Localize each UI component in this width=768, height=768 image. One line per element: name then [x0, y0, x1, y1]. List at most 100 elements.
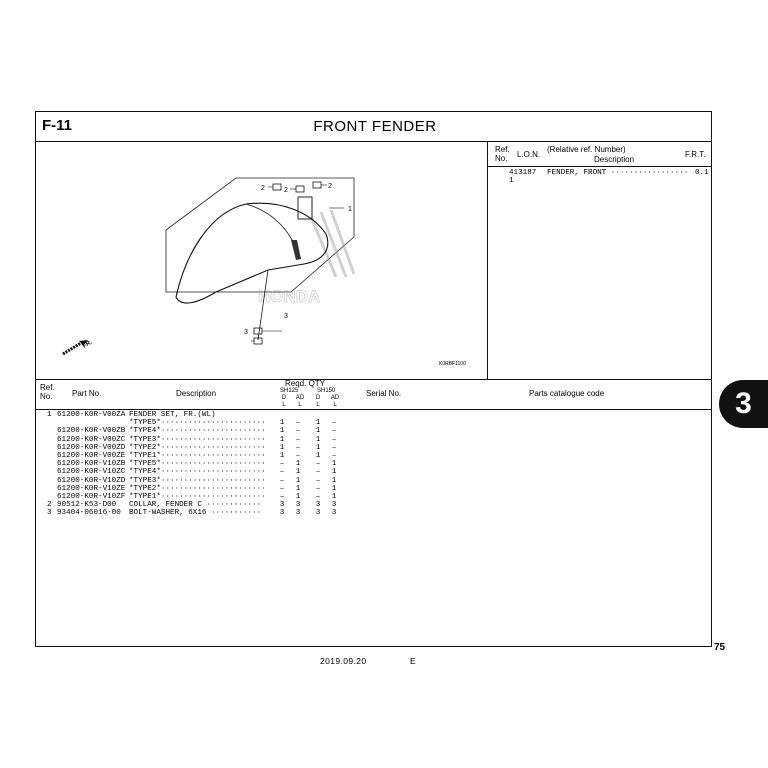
page-title: FRONT FENDER: [313, 118, 437, 135]
part-row-ref: 1: [47, 411, 52, 419]
part-row-desc: FENDER SET, FR.(WL): [129, 411, 216, 419]
callout-3b: 3: [244, 329, 248, 336]
part-row-qty: –: [279, 493, 285, 501]
part-row-qty: 1: [331, 468, 337, 477]
part-row-number: 61200-K0R-V10ZB: [57, 460, 126, 469]
part-row-qty: –: [315, 460, 321, 469]
part-row-qty: 1: [279, 443, 285, 452]
part-row-desc: *TYPE3*·······················: [129, 435, 266, 444]
part-row-qty: –: [295, 452, 301, 460]
part-row-qty: 1: [331, 460, 337, 469]
part-row-qty: 3: [295, 501, 301, 510]
ref-col-desc: Description: [594, 155, 635, 164]
part-row-qty: 1: [315, 427, 321, 436]
part-row-number: 61200-K0R-V00ZA: [57, 411, 126, 419]
part-row-qty: –: [295, 443, 301, 452]
ref-row: 1: [500, 169, 514, 185]
part-row-qty: –: [279, 460, 285, 469]
part-row-number: 61200-K0R-V00ZC: [57, 435, 126, 444]
part-row-number: 61200-K0R-V00ZB: [57, 427, 126, 436]
callout-2a: 2: [261, 185, 265, 192]
part-row-qty: 3: [295, 509, 301, 518]
part-row-number: 61200-K0R-V10ZF: [57, 493, 126, 501]
parts-model-a: SH125: [280, 388, 299, 394]
qty-subheader-l1: L: [282, 402, 286, 408]
part-row-qty: –: [331, 427, 337, 436]
part-row-qty: 1: [295, 476, 301, 485]
part-row-desc: *TYPE5*·······················: [129, 460, 266, 469]
part-row-qty: 1: [315, 435, 321, 444]
part-row-qty: –: [331, 435, 337, 444]
part-row-qty: 1: [315, 419, 321, 428]
watermark-text: HONDA: [258, 287, 320, 306]
callout-1: 1: [348, 206, 352, 213]
part-row-number: 61200-K0R-V10ZC: [57, 468, 126, 477]
parts-col-qty: Reqd. QTY: [285, 379, 326, 388]
part-row-desc: COLLAR, FENDER C ············: [129, 501, 262, 510]
part-row-number: 61200-K0R-V00ZD: [57, 443, 126, 452]
part-row-qty: –: [279, 468, 285, 477]
part-row-qty: –: [331, 419, 337, 428]
part-row-number: 61200-K0R-V10ZE: [57, 484, 126, 493]
part-row-ref: 2: [47, 501, 52, 510]
callout-2c: 2: [328, 183, 332, 190]
part-row-qty: –: [331, 443, 337, 452]
part-row-qty: 1: [279, 419, 285, 428]
part-row-qty: 3: [331, 509, 337, 518]
callout-3a: 3: [284, 313, 288, 320]
part-row-number: 90512-K53-D00: [57, 501, 117, 510]
part-row-qty: 1: [279, 452, 285, 460]
part-row-desc: *TYPE2*·······················: [129, 443, 266, 452]
parts-col-ref: Ref. No.: [40, 383, 55, 401]
ref-row-frt: 0.1: [695, 169, 709, 177]
parts-model-b: SH150: [317, 388, 336, 394]
part-row-qty: –: [279, 476, 285, 485]
part-row-qty: 1: [279, 427, 285, 436]
part-row-qty: 3: [315, 501, 321, 510]
ref-col-ref: Ref. No.: [495, 145, 510, 163]
part-row-qty: –: [315, 468, 321, 477]
qty-subheader-l4: L: [333, 402, 337, 408]
footer-edition: E: [410, 656, 416, 666]
qty-subheader-ad1: AD: [295, 395, 305, 401]
ref-col-desc-top: (Relative ref. Number): [547, 145, 626, 154]
section-code: F-11: [42, 117, 73, 134]
ref-col-header: Ref. No.: [495, 145, 510, 163]
parts-col-catalogue: Parts catalogue code: [529, 389, 605, 398]
part-row-qty: 1: [279, 435, 285, 444]
part-row-qty: –: [295, 419, 301, 428]
qty-subheader-l2: L: [298, 402, 302, 408]
part-row-desc: *TYPE4*·······················: [129, 427, 266, 436]
front-arrow-icon: [62, 340, 88, 356]
ref-col-lon: L.O.N.: [517, 150, 541, 159]
part-row-desc: *TYPE5*·······················: [129, 419, 266, 428]
chapter-tab: 3: [719, 380, 768, 428]
part-row-qty: 3: [331, 501, 337, 510]
qty-subheader-ad2: AD: [330, 395, 340, 401]
part-row-qty: –: [295, 435, 301, 444]
part-row-number: 93404-06016-00: [57, 509, 121, 518]
diagram-code: K0RBF1100: [439, 361, 466, 367]
ref-row-lon: 413187: [509, 169, 537, 177]
part-row-desc: *TYPE2*·······················: [129, 484, 266, 493]
part-row-qty: –: [295, 427, 301, 436]
parts-header-divider: [35, 409, 712, 410]
parts-col-serial: Serial No.: [366, 389, 402, 398]
part-row-qty: 1: [331, 493, 337, 501]
part-row-qty: 3: [315, 509, 321, 518]
part-row-qty: –: [315, 493, 321, 501]
title-divider: [35, 141, 712, 142]
qty-subheader-d1: D: [281, 395, 287, 401]
ref-col-frt: F.R.T.: [685, 150, 706, 159]
parts-col-desc: Description: [176, 389, 217, 398]
part-row-desc: *TYPE3*·······················: [129, 476, 266, 485]
part-row-desc: BOLT-WASHER, 6X16 ···········: [129, 509, 262, 518]
parts-top-divider: [35, 379, 712, 380]
part-row-qty: 1: [331, 484, 337, 493]
part-row-qty: 1: [295, 468, 301, 477]
part-row-qty: 1: [295, 493, 301, 501]
part-row-qty: 3: [279, 501, 285, 510]
part-row-qty: 3: [279, 509, 285, 518]
part-row-desc: *TYPE1*·······················: [129, 493, 266, 501]
part-row-qty: –: [279, 484, 285, 493]
